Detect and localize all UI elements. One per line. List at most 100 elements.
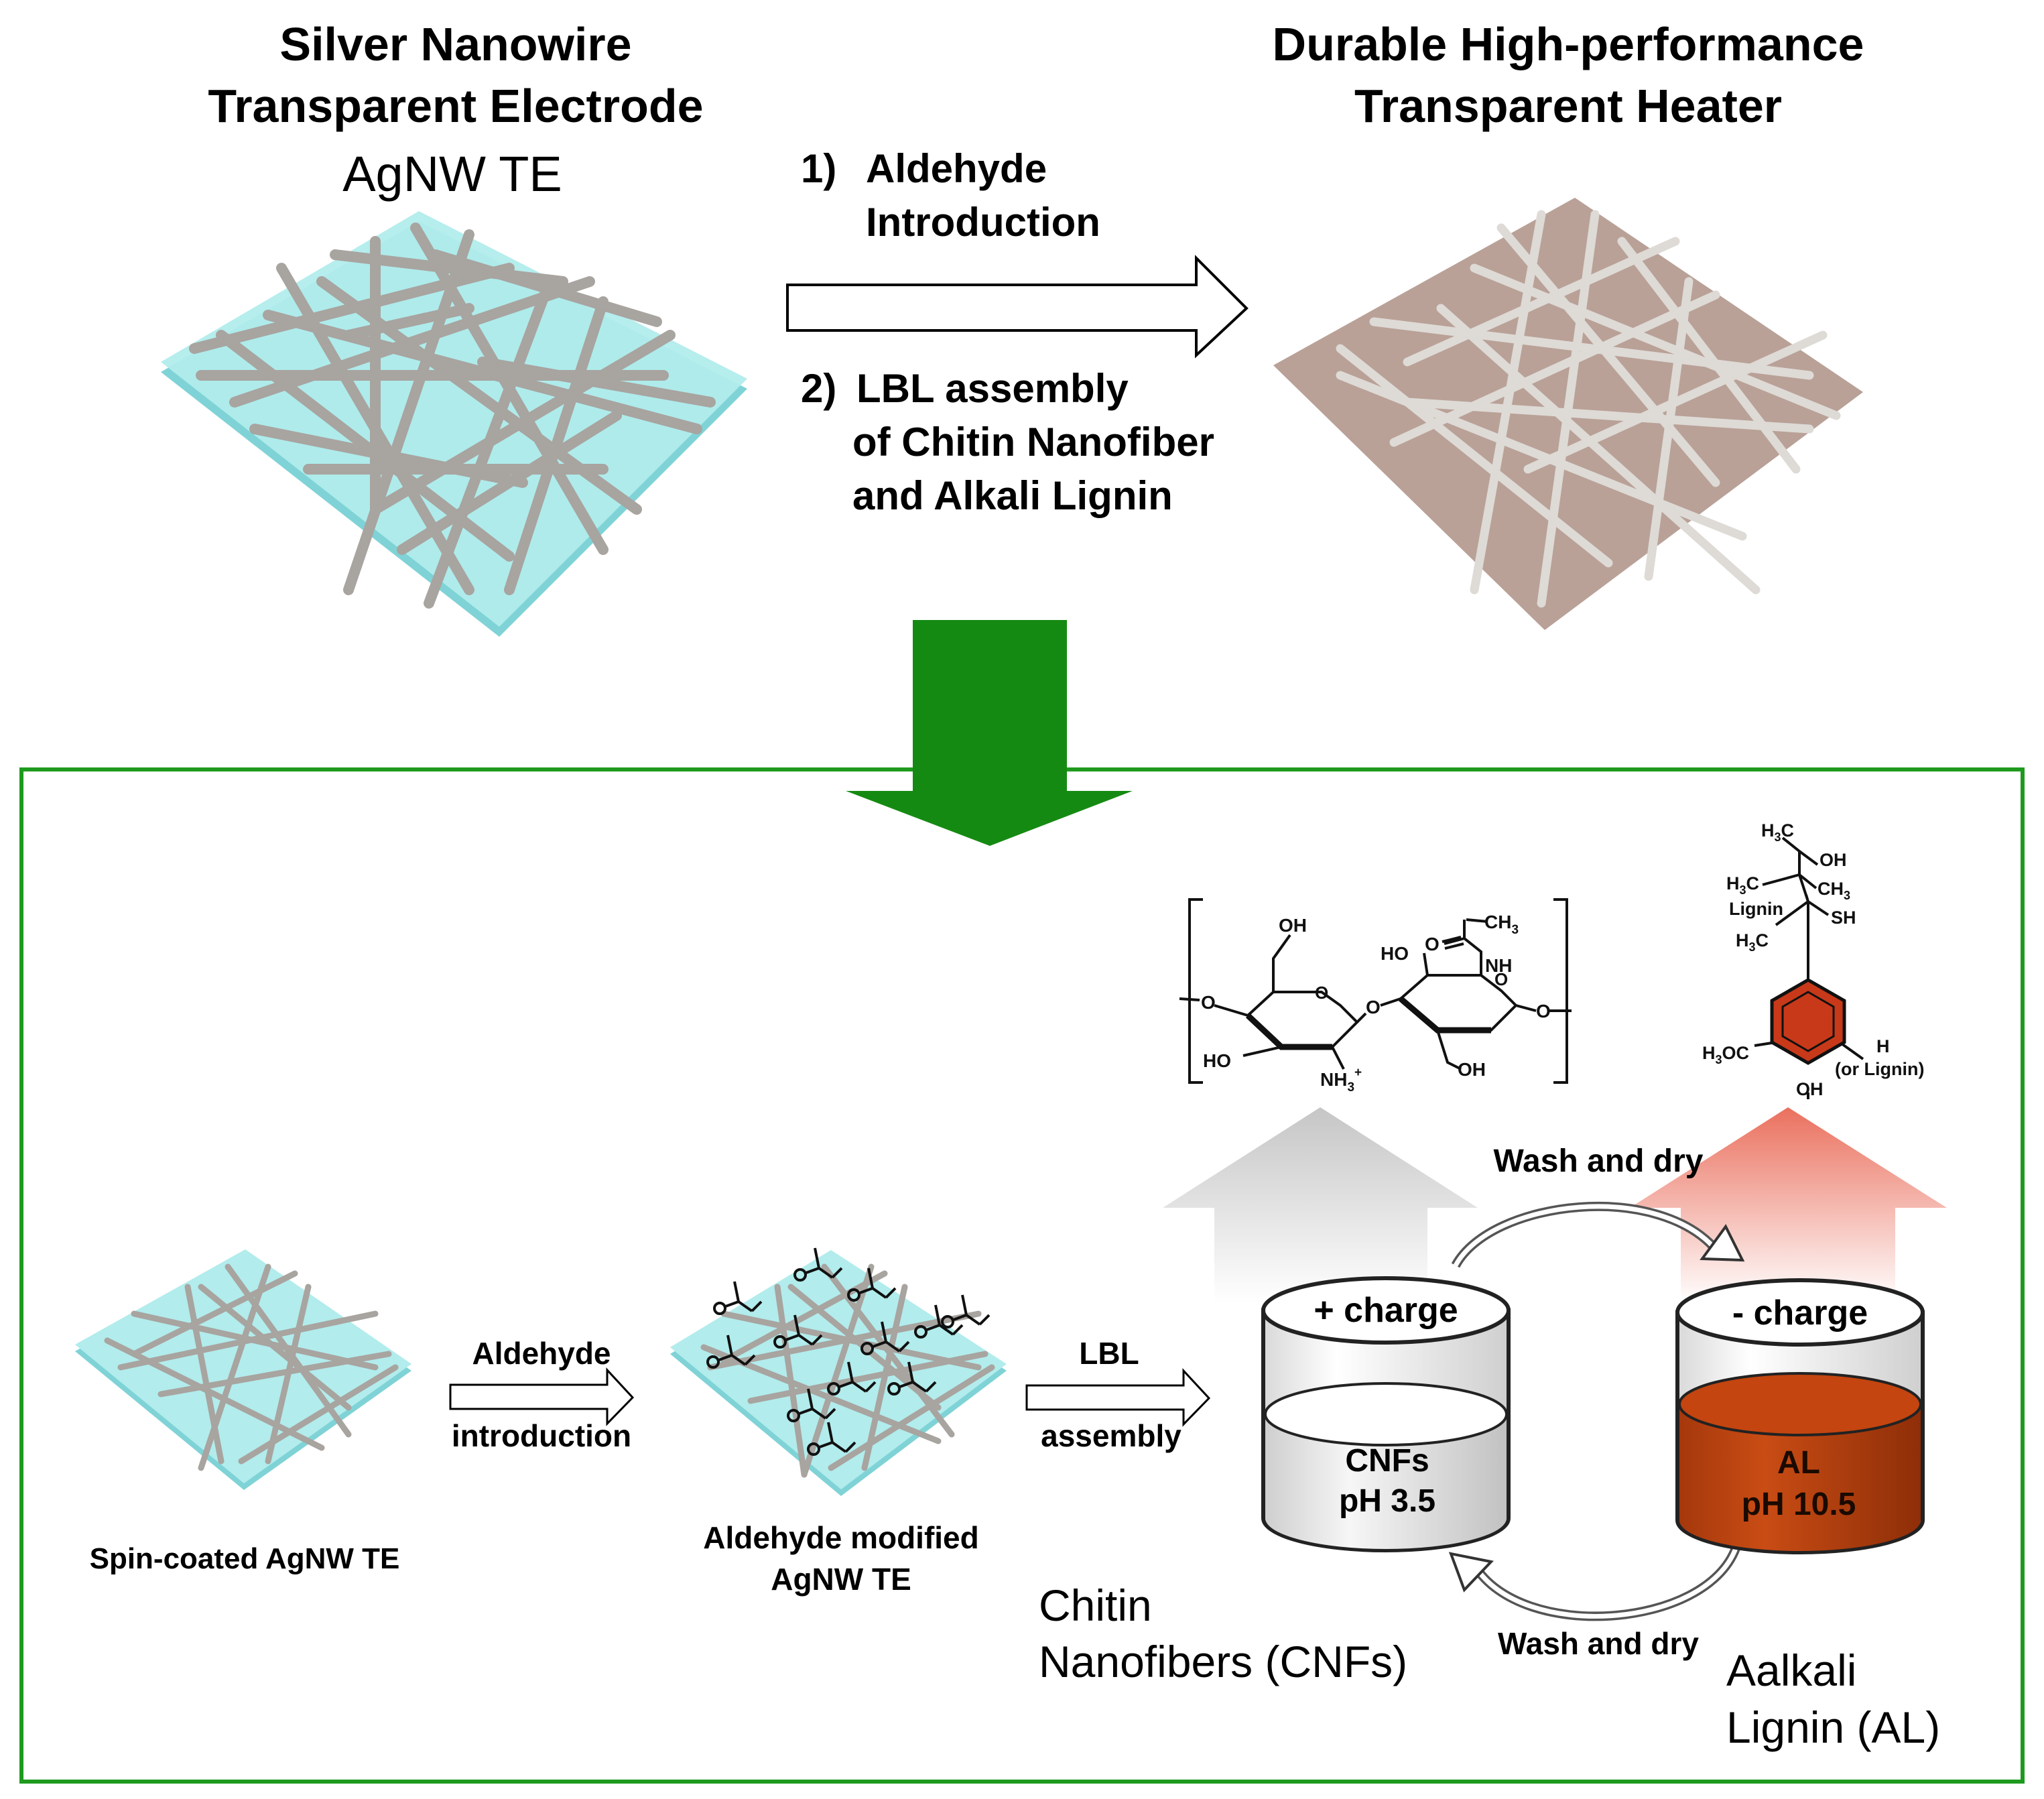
cnf-up-arrow [1163, 1107, 1478, 1304]
step1-number: 1) [801, 146, 836, 191]
lignin-sh: SH [1831, 908, 1856, 928]
heater-nanowire [1617, 237, 1801, 474]
al-liquid-surface [1678, 1372, 1922, 1436]
chitin-o-carbonyl: O [1425, 934, 1440, 954]
chitin-label-line1: Chitin [1039, 1580, 1152, 1630]
aldehyde-oxygen [706, 1355, 720, 1369]
process-arrow [786, 255, 1249, 359]
modified-label-line1: Aldehyde modified [703, 1520, 978, 1555]
chitin-ring1-bold [1245, 1013, 1332, 1050]
wash-arrow-top-inner [1453, 1204, 1721, 1267]
cnf-beaker: + charge CNFs pH 3.5 [1261, 1276, 1511, 1552]
step2-line1: LBL assembly [856, 366, 1129, 411]
alkali-label-line2: Lignin (AL) [1726, 1702, 1940, 1752]
down-arrow [846, 620, 1133, 846]
wash-arrow-top-head [1700, 1224, 1745, 1262]
aldehyde-group [857, 1267, 897, 1299]
step1-line1: Aldehyde [866, 146, 1047, 191]
aldehyde-arrow-line2: introduction [452, 1418, 631, 1453]
lignin-ring-inner [1781, 991, 1835, 1052]
cnf-charge: + charge [1314, 1291, 1458, 1330]
nanowire [104, 1337, 325, 1451]
heater-nanowire [1523, 330, 1828, 474]
chitin-nh: NH [1485, 955, 1512, 976]
lignin-oh-top: OH [1819, 850, 1847, 870]
nanowire [861, 1284, 908, 1471]
al-name: AL [1777, 1445, 1820, 1481]
heater-plate [1273, 198, 1863, 630]
nanowire [263, 310, 702, 434]
chitin-nh3: NH3+ [1320, 1066, 1362, 1095]
lignin-bonds [1754, 836, 1864, 1099]
nanowire [504, 296, 609, 595]
aldehyde-oxygen [941, 1315, 954, 1328]
chitin-o-ring1: O [1315, 983, 1328, 1003]
lignin-structure [1754, 836, 1864, 1099]
left-subtitle: AgNW TE [342, 146, 562, 202]
nanowire [774, 1284, 808, 1478]
chitin-o-ring2: O [1494, 969, 1508, 989]
agnw-te-plate [161, 211, 747, 637]
lignin-labels: H3C OH H3C CH3 Lignin SH H3C H3OC H (or … [1702, 820, 1924, 1099]
chitin-bracket-right [1553, 898, 1568, 1084]
heater-nanowire [1436, 304, 1761, 595]
small-glass-plate [75, 1249, 411, 1483]
chitin-double-bond [1442, 936, 1464, 950]
top-right-title: Durable High-performance Transparent Hea… [1273, 18, 1864, 132]
lignin-h: H [1876, 1036, 1890, 1056]
aldehyde-oxygen [914, 1325, 928, 1339]
chitin-ho-left: HO [1203, 1050, 1231, 1071]
wash-arrows [1448, 1202, 1745, 1621]
al-charge: - charge [1732, 1294, 1868, 1332]
al-ph: pH 10.5 [1742, 1487, 1856, 1522]
aldehyde-arrow-line1: Aldehyde [472, 1336, 611, 1371]
nanowire [131, 1270, 298, 1357]
nanowire [238, 1364, 399, 1465]
aldehyde-groups [706, 1247, 991, 1456]
aldehyde-group [797, 1388, 836, 1420]
nanowire [747, 1351, 988, 1404]
nanowire [117, 1310, 379, 1371]
step2-line2: of Chitin Nanofiber [852, 420, 1214, 464]
aldehyde-group [783, 1314, 823, 1346]
left-title-line2: Transparent Electrode [208, 80, 703, 132]
heater-nanowire [1644, 277, 1694, 581]
nanowire [397, 410, 622, 555]
chitin-o-link: O [1366, 997, 1381, 1017]
aldehyde-oxygen [713, 1302, 726, 1315]
lignin-h3c-3: H3C [1736, 930, 1769, 954]
nanowire [343, 303, 474, 340]
spin-coated-label: Spin-coated AgNW TE [90, 1542, 400, 1575]
chitin-oh-bottom: OH [1458, 1059, 1486, 1080]
lbl-arrow [1025, 1368, 1211, 1427]
cnf-name: CNFs [1345, 1443, 1429, 1479]
al-beaker-rim [1675, 1278, 1925, 1347]
aldehyde-oxygen [773, 1335, 787, 1349]
cnf-ph: pH 3.5 [1339, 1483, 1435, 1519]
nanowire [828, 1364, 995, 1471]
cnf-liquid-surface [1264, 1382, 1508, 1446]
step2-line3: and Alkali Lignin [852, 473, 1173, 518]
aldehyde-group [837, 1361, 877, 1393]
chitin-ch3: CH3 [1484, 912, 1519, 937]
chitin-bracket-left [1188, 898, 1203, 1084]
nanowire [157, 1351, 392, 1398]
aldehyde-group [723, 1281, 763, 1312]
nanowire [477, 357, 716, 408]
right-title-line1: Durable High-performance [1273, 18, 1864, 70]
wash-arrow-bottom-inner [1472, 1547, 1738, 1619]
aldehyde-group [951, 1294, 991, 1326]
lignin-ch3: CH3 [1817, 879, 1850, 902]
heater-nanowire [1470, 210, 1546, 595]
chitin-ring1 [1246, 991, 1359, 1048]
aldehyde-oxygen [787, 1409, 800, 1422]
nanowire-network [189, 223, 716, 609]
top-left-title: Silver Nanowire Transparent Electrode Ag… [208, 18, 703, 202]
aldehyde-oxygen [847, 1288, 860, 1302]
aldehyde-arrow [449, 1367, 635, 1426]
aldehyde-oxygen [887, 1382, 901, 1395]
cnf-beaker-rim [1261, 1276, 1511, 1345]
chitin-o-left: O [1201, 992, 1216, 1013]
modified-label-line2: AgNW TE [771, 1562, 911, 1597]
aldehyde-group [924, 1304, 964, 1336]
